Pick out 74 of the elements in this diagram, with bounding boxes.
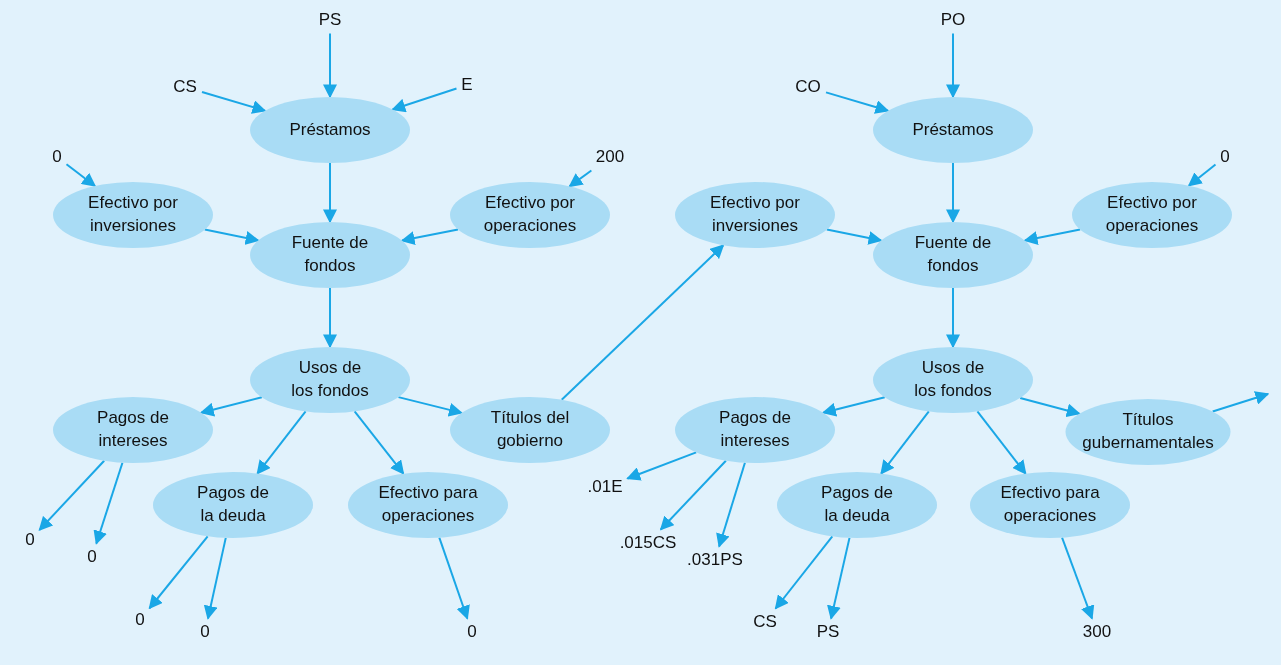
- arrow: [38, 459, 106, 531]
- arrow: [148, 535, 209, 610]
- ellipse-node: Pagos de intereses: [675, 397, 835, 463]
- node-label: PO: [940, 9, 966, 31]
- arrow: [1187, 163, 1217, 187]
- arrow: [323, 32, 337, 99]
- ellipse-node: Efectivo por inversiones: [53, 182, 213, 248]
- node-label: CS: [173, 76, 197, 98]
- arrow: [323, 162, 337, 224]
- ellipse-node: Efectivo para operaciones: [348, 472, 508, 538]
- node-label: E: [461, 74, 473, 96]
- arrow: [716, 461, 746, 548]
- arrow: [93, 461, 124, 545]
- ellipse-node: Fuente de fondos: [250, 222, 410, 288]
- arrow: [880, 410, 930, 475]
- arrow: [946, 287, 960, 349]
- ellipse-node: Títulos gubernamentales: [1065, 399, 1231, 465]
- ellipse-node: Pagos de intereses: [53, 397, 213, 463]
- arrow: [65, 163, 97, 187]
- arrow: [256, 410, 307, 475]
- node-label: 0: [135, 609, 145, 631]
- ellipse-node: Efectivo por operaciones: [450, 182, 610, 248]
- node-label: 300: [1082, 621, 1112, 643]
- node-label: 0: [1220, 146, 1230, 168]
- arrow: [400, 228, 459, 245]
- arrow: [946, 32, 960, 99]
- arrow: [560, 244, 725, 401]
- arrow: [821, 396, 886, 417]
- node-label: 0: [87, 546, 97, 568]
- ellipse-node: Usos de los fondos: [250, 347, 410, 413]
- ellipse-node: Efectivo para operaciones: [970, 472, 1130, 538]
- node-label: 0: [467, 621, 477, 643]
- arrow: [659, 459, 727, 531]
- arrow: [825, 91, 890, 114]
- arrow: [199, 396, 263, 417]
- ellipse-node: Pagos de la deuda: [153, 472, 313, 538]
- node-label: CS: [753, 611, 777, 633]
- arrow: [353, 410, 405, 475]
- arrow: [201, 91, 267, 114]
- node-label: PS: [816, 621, 840, 643]
- ellipse-node: Efectivo por inversiones: [675, 182, 835, 248]
- node-label: PS: [318, 9, 342, 31]
- arrow: [774, 535, 834, 610]
- arrow: [1061, 536, 1095, 620]
- arrow: [827, 536, 851, 620]
- node-label: 0: [25, 529, 35, 551]
- arrow: [568, 169, 593, 188]
- ellipse-node: Efectivo por operaciones: [1072, 182, 1232, 248]
- arrow: [438, 536, 470, 620]
- arrow: [1211, 391, 1270, 413]
- arrow: [946, 162, 960, 224]
- arrow: [391, 87, 458, 113]
- ellipse-node: Títulos del gobierno: [450, 397, 610, 463]
- ellipse-node: Préstamos: [250, 97, 410, 163]
- node-label: .01E: [587, 476, 623, 498]
- ellipse-node: Pagos de la deuda: [777, 472, 937, 538]
- node-label: .015CS: [619, 532, 677, 554]
- node-label: 200: [595, 146, 625, 168]
- node-label: 0: [200, 621, 210, 643]
- node-label: 0: [52, 146, 62, 168]
- arrow: [203, 536, 227, 620]
- arrow: [626, 451, 698, 481]
- arrow: [323, 287, 337, 349]
- node-label: CO: [795, 76, 821, 98]
- arrow: [397, 396, 463, 417]
- arrow: [1019, 396, 1081, 418]
- arrow: [203, 228, 260, 245]
- ellipse-node: Fuente de fondos: [873, 222, 1033, 288]
- ellipse-node: Usos de los fondos: [873, 347, 1033, 413]
- arrow: [825, 228, 883, 245]
- ellipse-node: Préstamos: [873, 97, 1033, 163]
- node-label: .031PS: [687, 549, 743, 571]
- arrow: [976, 410, 1027, 475]
- arrow: [1023, 228, 1082, 245]
